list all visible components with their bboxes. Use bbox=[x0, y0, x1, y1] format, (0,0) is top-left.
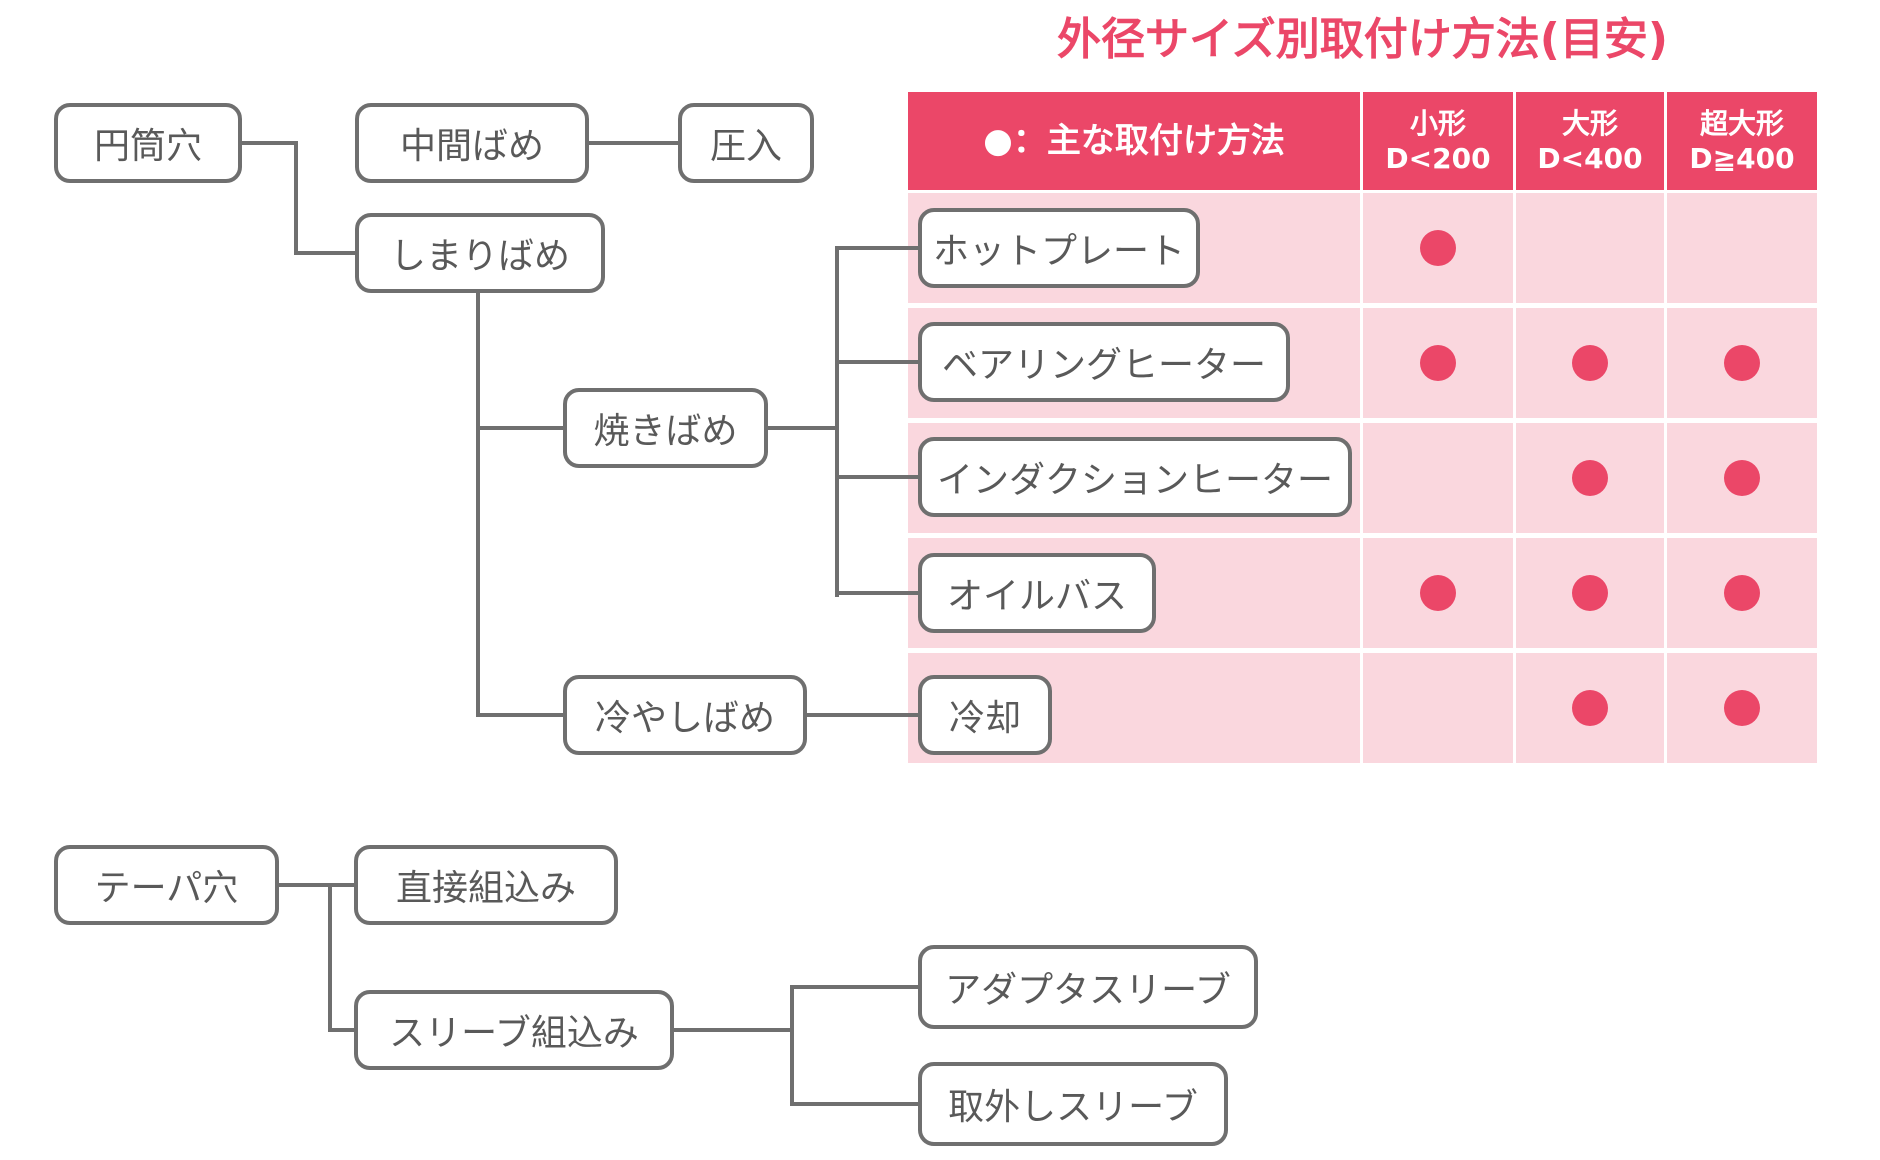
node-direct-mounting: 直接組込み bbox=[354, 845, 618, 925]
column-size-label: 大形 bbox=[1561, 107, 1618, 140]
node-intermediate-fit: 中間ばめ bbox=[355, 103, 589, 183]
method-dot bbox=[1724, 460, 1760, 496]
column-range-label: D<200 bbox=[1385, 142, 1491, 175]
table-cell bbox=[1667, 193, 1817, 303]
connector-line bbox=[279, 883, 354, 887]
node-sleeve-mounting: スリーブ組込み bbox=[354, 990, 674, 1070]
connector-line bbox=[480, 426, 563, 430]
node-induction-heater: インダクションヒーター bbox=[918, 437, 1352, 517]
column-header-large: 大形 D<400 bbox=[1516, 92, 1664, 190]
column-size-label: 超大形 bbox=[1699, 107, 1784, 140]
column-header-small: 小形 D<200 bbox=[1363, 92, 1513, 190]
method-dot bbox=[1724, 345, 1760, 381]
connector-line bbox=[807, 713, 918, 717]
connector-line bbox=[476, 293, 480, 717]
connector-line bbox=[794, 985, 918, 989]
connector-line bbox=[839, 360, 918, 364]
method-dot bbox=[1420, 345, 1456, 381]
connector-line bbox=[790, 985, 794, 1106]
connector-line bbox=[835, 246, 839, 597]
method-dot bbox=[1420, 575, 1456, 611]
connector-line bbox=[242, 141, 298, 145]
node-withdrawal-sleeve: 取外しスリーブ bbox=[918, 1062, 1228, 1146]
page-title: 外径サイズ別取付け方法(目安) bbox=[1057, 14, 1668, 65]
node-adapter-sleeve: アダプタスリーブ bbox=[918, 945, 1258, 1029]
method-dot bbox=[1572, 575, 1608, 611]
node-cold-fit: 冷やしばめ bbox=[563, 675, 807, 755]
node-hot-plate: ホットプレート bbox=[918, 208, 1200, 288]
connector-line bbox=[674, 1028, 794, 1032]
connector-line bbox=[480, 713, 563, 717]
node-cylindrical-bore: 円筒穴 bbox=[54, 103, 242, 183]
method-dot bbox=[1572, 690, 1608, 726]
method-dot bbox=[1420, 230, 1456, 266]
method-dot bbox=[1572, 460, 1608, 496]
method-dot bbox=[1572, 345, 1608, 381]
node-tapered-bore: テーパ穴 bbox=[54, 845, 279, 925]
table-cell bbox=[1363, 423, 1513, 533]
table-cell bbox=[1363, 653, 1513, 763]
connector-line bbox=[294, 141, 298, 255]
node-oil-bath: オイルバス bbox=[918, 553, 1156, 633]
connector-line bbox=[794, 1102, 918, 1106]
connector-line bbox=[768, 426, 839, 430]
column-header-extra-large: 超大形 D≧400 bbox=[1667, 92, 1817, 190]
table-cell bbox=[1516, 193, 1664, 303]
column-range-label: D≧400 bbox=[1689, 142, 1795, 175]
connector-line bbox=[589, 141, 678, 145]
method-dot bbox=[1724, 575, 1760, 611]
connector-line bbox=[328, 1028, 354, 1032]
node-cooling: 冷却 bbox=[918, 675, 1052, 755]
node-interference-fit: しまりばめ bbox=[355, 213, 605, 293]
table-legend-header: ●：主な取付け方法 bbox=[908, 92, 1360, 190]
node-bearing-heater: ベアリングヒーター bbox=[918, 322, 1290, 402]
connector-line bbox=[839, 246, 918, 250]
method-dot bbox=[1724, 690, 1760, 726]
column-range-label: D<400 bbox=[1537, 142, 1643, 175]
connector-line bbox=[839, 591, 918, 595]
connector-line bbox=[328, 883, 332, 1032]
connector-line bbox=[839, 475, 918, 479]
connector-line bbox=[294, 251, 355, 255]
column-size-label: 小形 bbox=[1409, 107, 1466, 140]
node-shrink-fit: 焼きばめ bbox=[563, 388, 768, 468]
node-press-fit: 圧入 bbox=[678, 103, 814, 183]
